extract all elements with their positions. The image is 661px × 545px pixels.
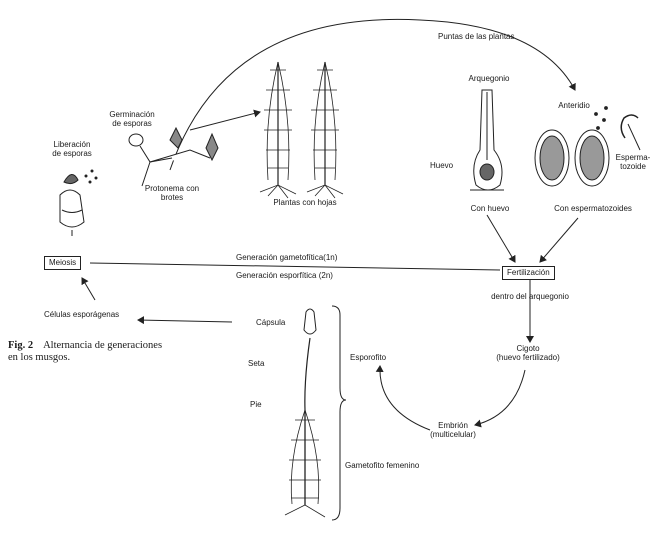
label-capsula: Cápsula [256, 318, 286, 327]
label-puntas: Puntas de las plantas [438, 32, 515, 41]
label-anteridio: Anteridio [558, 101, 590, 110]
protonema-illustration [128, 126, 219, 187]
arrow-antheridium-to-fert [539, 217, 579, 263]
figure-number: Fig. 2 [8, 340, 34, 351]
label-con-espermatozoides: Con espermatozoides [554, 204, 632, 213]
meiosis-box: Meiosis [44, 256, 82, 270]
label-seta: Seta [248, 359, 265, 368]
label-pie: Pie [250, 400, 262, 409]
label-liberacion: Liberación de esporas [52, 140, 92, 158]
label-con-huevo: Con huevo [470, 204, 510, 213]
gametophyte-bracket [331, 420, 341, 521]
antheridia-illustration [534, 106, 641, 187]
label-dentro-arquegonio: dentro del arquegonio [491, 292, 569, 301]
fertilization-box: Fertilización [502, 266, 555, 280]
arrow-to-meiosis [81, 277, 96, 301]
arrow-to-tips [169, 18, 576, 171]
archegonium-illustration [470, 89, 504, 191]
sporophyte-bracket [331, 305, 347, 420]
label-arquegonio: Arquegonio [468, 74, 510, 83]
label-cigoto: Cigoto (huevo fertilizado) [496, 344, 560, 362]
label-celulas-esporagenas: Células esporágenas [44, 310, 120, 319]
label-gen-esporofitica: Generación esporfítica (2n) [236, 271, 333, 280]
label-plantas-hojas: Plantas con hojas [273, 198, 337, 207]
arrow-zygote-to-embryo [474, 369, 526, 428]
label-gametofito-femenino: Gametofito femenino [345, 461, 420, 470]
sporophyte-illustration [284, 308, 326, 518]
arrow-embryo-to-sporophyte [375, 365, 431, 431]
label-esporofito: Esporofito [350, 353, 387, 362]
arrow-to-sporogenous-cells [137, 316, 233, 325]
label-gen-gametofitica: Generación gametofítica(1n) [236, 253, 338, 262]
leafy-plants-illustration [259, 61, 344, 199]
label-embrion: Embrión (multicelular) [430, 421, 476, 439]
arrow-to-leafy-plants [189, 109, 261, 131]
figure-caption-text: Alternancia de generaciones en los musgo… [8, 340, 163, 363]
generation-divider-line [89, 262, 501, 271]
label-protonema: Protonema con brotes [144, 184, 200, 202]
label-huevo: Huevo [430, 161, 454, 170]
label-espermatozoide: Esperma- tozoide [615, 153, 651, 171]
label-germinacion: Germinación de esporas [109, 110, 155, 128]
arrow-archegonium-to-fert [486, 214, 516, 263]
spore-capsule-illustration [59, 169, 98, 236]
